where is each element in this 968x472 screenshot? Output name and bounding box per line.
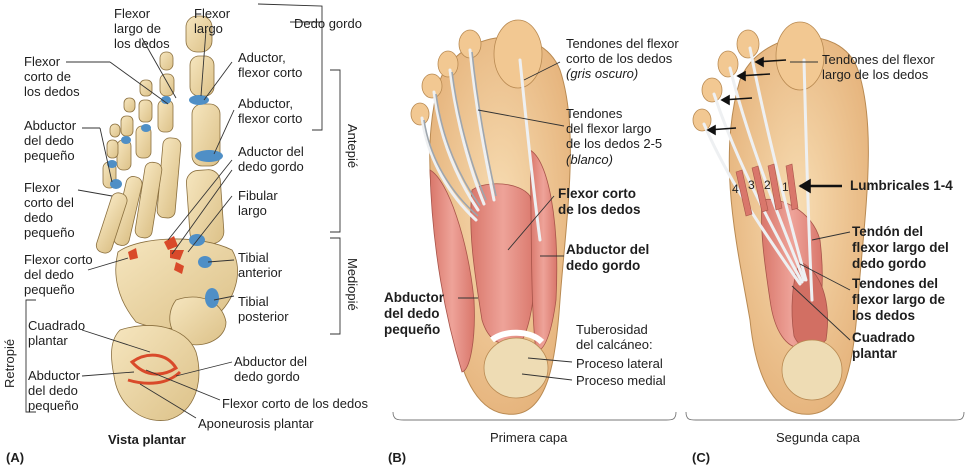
label-b-proceso-medial: Proceso medial (576, 373, 666, 388)
label-abductor-dedo-pequeno-bottom: Abductor del dedo pequeño (28, 368, 81, 413)
label-b-flexor-corto-de-los-dedos: Flexor corto de los dedos (558, 186, 641, 217)
label-tibial-posterior: Tibial posterior (238, 294, 289, 324)
lumbrical-number-4: 4 (732, 182, 739, 196)
label-b-abductor-del-dedo-gordo: Abductor del dedo gordo (566, 242, 650, 273)
label-c-tendones-flexor-largo-dedos: Tendones del flexor largo de los dedos (852, 276, 946, 323)
label-flexor-largo: Flexor largo (194, 6, 231, 36)
lumbrical-number-1: 1 (782, 180, 789, 194)
label-flexor-corto-dedo-pequeno: Flexor corto del dedo pequeño (24, 180, 75, 240)
label-b-abductor-del-dedo-pequeno: Abductor del dedo pequeño (384, 290, 444, 337)
label-c-tendones-flexor-largo: Tendones del flexor largo de los dedos (822, 52, 935, 82)
panel-b-letter: (B) (388, 450, 407, 465)
label-flexor-corto-de-los-dedos: Flexor corto de los dedos (222, 396, 368, 411)
label-abductor-dedo-gordo: Abductor del dedo gordo (234, 354, 307, 384)
label-b-tendones-flexor-corto: Tendones del flexor corto de los dedos (566, 36, 679, 66)
label-dedo-gordo: Dedo gordo (294, 16, 362, 31)
label-flexor-corto-dedos: Flexor corto de los dedos (24, 54, 80, 99)
label-abductor-flexor-corto: Abductor, flexor corto (238, 96, 303, 126)
region-retropie: Retropié (2, 338, 17, 388)
label-b-tendones-flexor-largo: Tendones del flexor largo de los dedos 2… (566, 106, 663, 151)
panel-a-caption: Vista plantar (108, 432, 186, 447)
label-aductor-flexor-corto: Aductor, flexor corto (238, 50, 303, 80)
label-fibular-largo: Fibular largo (238, 188, 278, 218)
foot-skeleton-plantar (25, 3, 341, 421)
panel-c-letter: (C) (692, 450, 711, 465)
label-b-tuberosidad: Tuberosidad del calcáneo: (576, 322, 653, 352)
label-flexor-corto-dedo-pequeno-2: Flexor corto del dedo pequeño (24, 252, 93, 297)
panel-a-letter: (A) (6, 450, 25, 465)
region-antepie: Antepié (345, 124, 360, 169)
label-flexor-largo-dedos: Flexor largo de los dedos (114, 6, 170, 51)
label-aductor-dedo-gordo: Aductor del dedo gordo (238, 144, 304, 174)
label-c-cuadrado-plantar: Cuadrado plantar (852, 330, 916, 361)
label-tibial-anterior: Tibial anterior (238, 250, 283, 280)
lumbrical-number-2: 2 (764, 178, 771, 192)
region-mediopie: Mediopié (345, 258, 360, 311)
lumbrical-number-3: 3 (748, 178, 755, 192)
panel-b-caption: Primera capa (490, 430, 568, 445)
label-c-tendon-flexor-largo-dedo-gordo: Tendón del flexor largo del dedo gordo (852, 224, 949, 271)
label-b-proceso-lateral: Proceso lateral (576, 356, 663, 371)
label-aponeurosis-plantar: Aponeurosis plantar (198, 416, 314, 431)
label-b-blanco: (blanco) (566, 152, 613, 167)
label-abductor-dedo-pequeno-top: Abductor del dedo pequeño (24, 118, 77, 163)
label-b-gris-oscuro: (gris oscuro) (566, 66, 639, 81)
foot-second-layer (692, 21, 869, 415)
label-cuadrado-plantar: Cuadrado plantar (28, 318, 86, 348)
panel-c-caption: Segunda capa (776, 430, 860, 445)
label-c-lumbricales: Lumbricales 1-4 (850, 178, 953, 193)
foot-first-layer (410, 19, 573, 415)
